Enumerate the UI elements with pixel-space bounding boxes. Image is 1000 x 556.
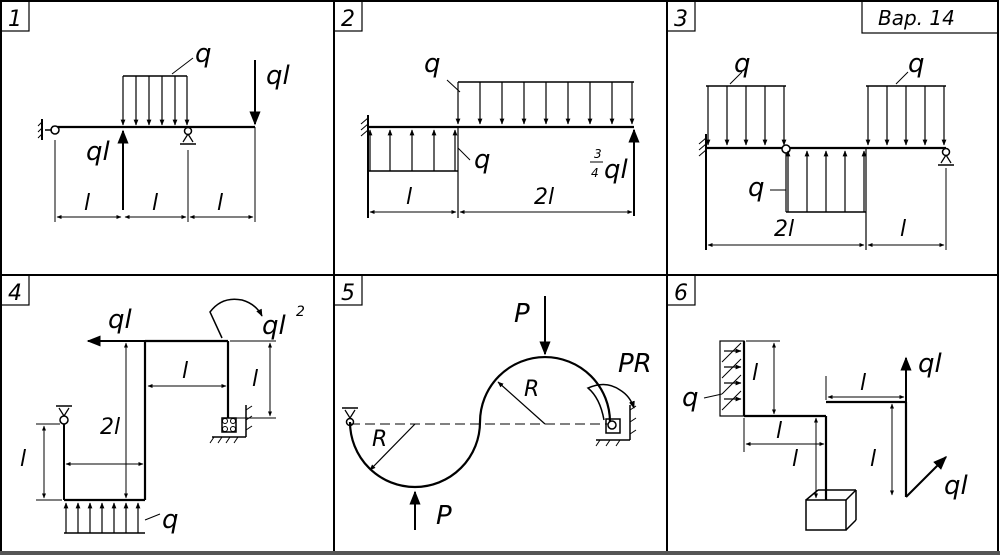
panel-4-l-right-label: l [252, 367, 258, 392]
panel-1-ql-bottom-label: ql [86, 137, 111, 167]
panel-3-2l-label: 2l [774, 217, 794, 242]
panel-5-R1-label: R [372, 427, 387, 452]
panel-2-moment-denominator: 4 [591, 166, 599, 180]
panel-4-ql-label: ql [108, 305, 133, 335]
panel-1-l2-label: l [152, 191, 158, 216]
panel-3-q2-label: q [908, 49, 925, 79]
panel-5-number: 5 [341, 281, 355, 306]
panel-1-l1-label: l [84, 191, 90, 216]
panel-6-ql-right-label: ql [944, 471, 969, 501]
panel-6-l-mid-label: l [776, 419, 782, 444]
panel-6-q-label: q [682, 383, 699, 413]
panel-5-diagram [342, 296, 637, 530]
panel-5-R2-label: R [524, 377, 539, 402]
panel-4-moment-exponent: 2 [296, 304, 305, 320]
panel-5-P-bottom-label: P [436, 501, 452, 531]
variant-label: Вар. 14 [878, 6, 955, 30]
panel-6-diagram [703, 340, 947, 531]
panel-2-2l-label: 2l [534, 185, 554, 210]
panel-4-l-left-label: l [20, 447, 26, 472]
panel-2-l-label: l [406, 185, 412, 210]
panel-6-number: 6 [674, 281, 688, 306]
panel-1-q-label: q [195, 39, 212, 69]
panel-1-number: 1 [8, 7, 22, 32]
panel-1-l3-label: l [217, 191, 223, 216]
panel-3-diagram [698, 71, 954, 250]
panel-2-ql-label: ql [604, 155, 629, 185]
panel-2-diagram [360, 79, 640, 218]
panel-6-l-right-label: l [870, 447, 876, 472]
panel-4-q-label: q [162, 505, 179, 535]
panel-number-tabs: 1 2 3 4 5 6 Вар. 14 [0, 0, 999, 306]
panel-6-ql-top-label: ql [918, 349, 943, 379]
panel-4-number: 4 [8, 281, 22, 306]
panel-3-q1-label: q [734, 49, 751, 79]
panel-2-q-bottom-label: q [474, 145, 491, 175]
panel-2-number: 2 [341, 7, 355, 32]
panel-6-l-diag-label: l [792, 447, 798, 472]
panel-2-moment-numerator: 3 [594, 147, 602, 161]
panel-4-diagram [36, 298, 276, 534]
panel-5-P-top-label: P [514, 299, 530, 329]
panel-4-moment-label: ql [262, 311, 287, 341]
panel-6-l-left-vert-label: l [752, 361, 758, 386]
panel-5-PR-label: PR [618, 349, 652, 379]
panel-4-l-top-label: l [182, 359, 188, 384]
panel-3-number: 3 [674, 7, 688, 32]
panel-2-q-top-label: q [424, 49, 441, 79]
panel-6-l-top-label: l [860, 371, 866, 396]
panel-1-diagram [37, 57, 261, 222]
panel-3-l-label: l [900, 217, 906, 242]
panel-3-q3-label: q [748, 173, 765, 203]
panel-4-2l-label: 2l [100, 415, 120, 440]
panel-1-ql-top-label: ql [266, 61, 291, 91]
